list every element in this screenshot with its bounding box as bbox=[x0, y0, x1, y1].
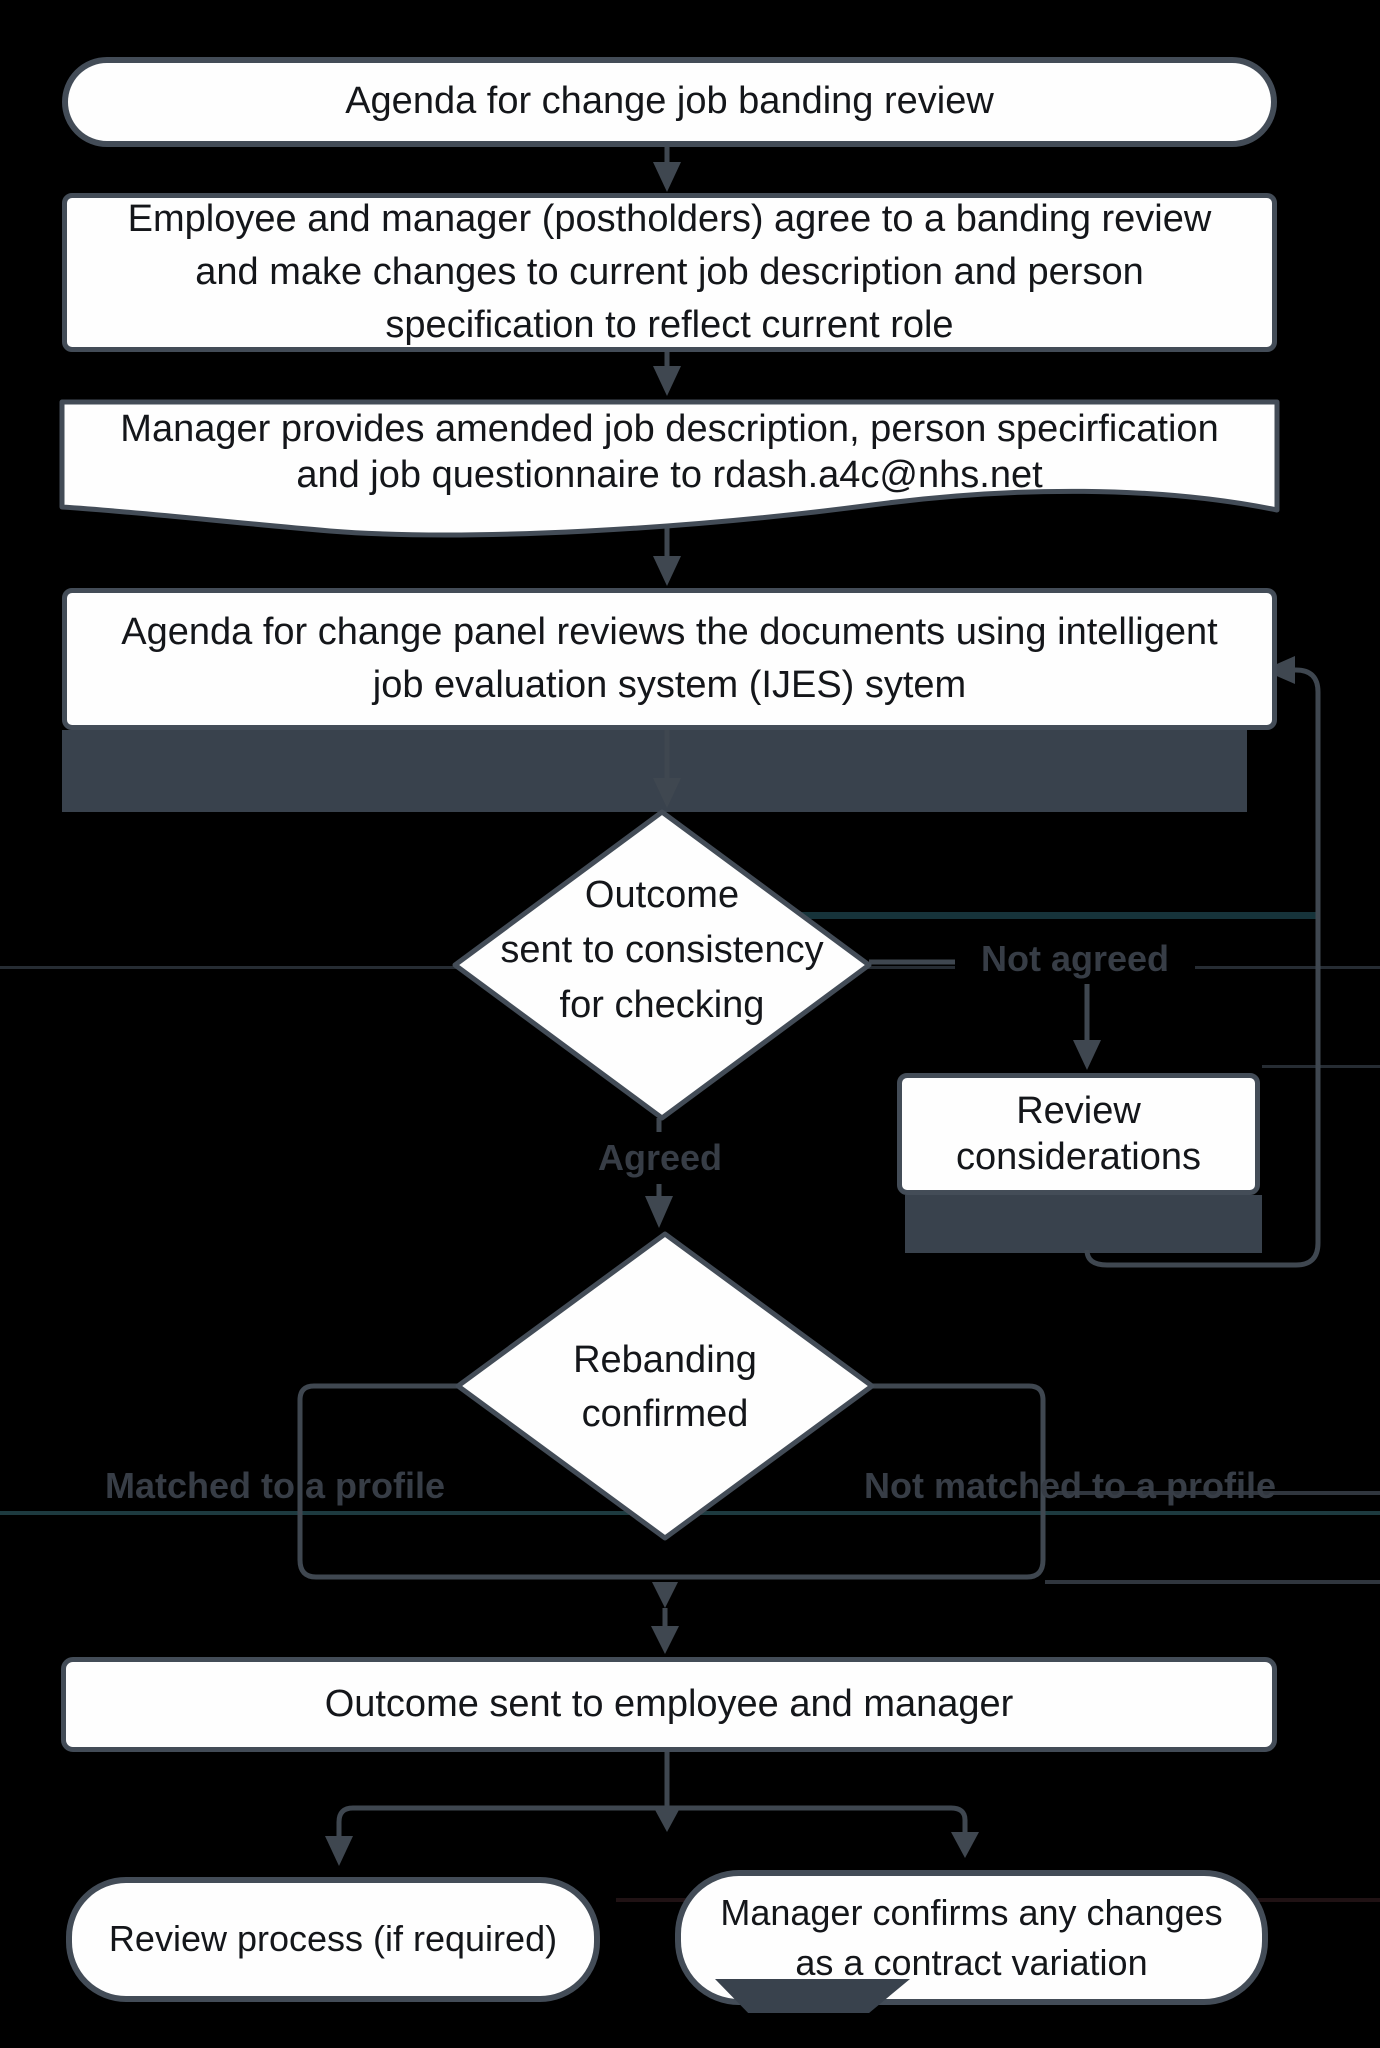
node-outcome-sent: Outcome sent to employee and manager bbox=[61, 1657, 1277, 1752]
node-provide-documents-line1: Manager provides amended job description… bbox=[120, 408, 1219, 450]
node-agree-review-line3: specification to reflect current role bbox=[385, 304, 954, 347]
connector-feedback-loop bbox=[1084, 667, 1321, 1268]
arrowhead-start-to-agree bbox=[653, 162, 681, 192]
connector-outcome-split bbox=[336, 1752, 968, 1836]
node-start: Agenda for change job banding review bbox=[62, 57, 1277, 147]
node-outcome-sent-label: Outcome sent to employee and manager bbox=[324, 1682, 1014, 1725]
node-panel-review-line1: Agenda for change panel reviews the docu… bbox=[121, 610, 1218, 653]
node-agree-review-line2: and make changes to current job descript… bbox=[195, 250, 1144, 293]
arrowhead-into-review-considerations bbox=[1073, 1040, 1101, 1070]
node-review-considerations-line1: Review bbox=[1016, 1090, 1141, 1132]
node-rebanding-confirmed-text: Rebanding confirmed bbox=[458, 1333, 872, 1441]
node-panel-review: Agenda for change panel reviews the docu… bbox=[62, 588, 1277, 730]
node-review-considerations: Review considerations bbox=[897, 1073, 1260, 1195]
arrowhead-panel-to-decision bbox=[653, 778, 681, 808]
arrowhead-split-junction bbox=[654, 1808, 680, 1832]
node-consistency-check-line3: for checking bbox=[559, 984, 765, 1026]
node-consistency-check-line2: sent to consistency bbox=[500, 929, 824, 971]
node-review-considerations-line2: considerations bbox=[955, 1136, 1202, 1178]
node-review-process: Review process (if required) bbox=[66, 1877, 600, 2002]
selection-band-review-considerations bbox=[905, 1195, 1262, 1253]
node-contract-variation-line1: Manager confirms any changes bbox=[720, 1891, 1223, 1933]
node-consistency-check-shape bbox=[452, 809, 872, 1121]
node-rebanding-confirmed-shape bbox=[455, 1231, 875, 1541]
node-start-label: Agenda for change job banding review bbox=[345, 80, 994, 123]
node-provide-documents-line2: and job questionnaire to rdash.a4c@nhs.n… bbox=[296, 454, 1043, 496]
selection-band-panel-review bbox=[62, 730, 1247, 812]
node-review-process-label: Review process (if required) bbox=[108, 1918, 558, 1960]
edge-label-agreed: Agreed bbox=[577, 1132, 743, 1184]
node-rebanding-confirmed-line1: Rebanding bbox=[573, 1339, 757, 1381]
node-agree-review-line1: Employee and manager (postholders) agree… bbox=[127, 197, 1212, 240]
arrowhead-agree-to-documents bbox=[653, 366, 681, 396]
arrowhead-into-rebanding bbox=[645, 1196, 673, 1228]
edge-label-matched: Matched to a profile bbox=[104, 1465, 446, 1506]
arrowhead-into-outcome bbox=[651, 1626, 679, 1654]
node-consistency-check-line1: Outcome bbox=[584, 874, 740, 916]
node-provide-documents-shape bbox=[59, 399, 1280, 538]
node-rebanding-confirmed-line2: confirmed bbox=[581, 1393, 749, 1435]
arrowhead-documents-to-panel bbox=[653, 556, 681, 586]
node-agree-review: Employee and manager (postholders) agree… bbox=[62, 193, 1277, 352]
arrowhead-bracket-junction bbox=[652, 1582, 678, 1608]
arrowhead-into-review-process bbox=[325, 1836, 353, 1866]
arrowhead-into-contract-variation bbox=[951, 1832, 979, 1858]
node-provide-documents-text: Manager provides amended job description… bbox=[62, 402, 1277, 502]
edge-label-not-matched: Not matched to a profile bbox=[863, 1465, 1277, 1506]
node-consistency-check-text: Outcome sent to consistency for checking bbox=[455, 868, 869, 1033]
edge-label-not-agreed: Not agreed bbox=[955, 934, 1195, 984]
node-contract-variation-line2: as a contract variation bbox=[795, 1941, 1148, 1983]
node-panel-review-line2: job evaluation system (IJES) sytem bbox=[372, 664, 967, 706]
arrowhead-loop-into-panel bbox=[1263, 656, 1295, 684]
